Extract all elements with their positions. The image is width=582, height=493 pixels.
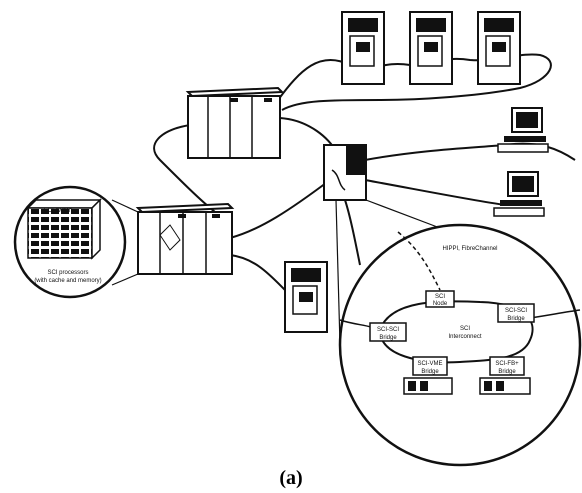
sci-sci-bridge-left-label: SCI-SCI: [377, 327, 399, 333]
sci-vme-bridge-label: SCI-VME: [417, 361, 442, 367]
sci-sci-bridge-left-box: SCI-SCI Bridge: [370, 323, 406, 341]
sci-sci-bridge-left-sub-label: Bridge: [379, 335, 397, 341]
central-server: [324, 145, 366, 200]
sci-fb-bridge-label: SCI-FB+: [495, 361, 519, 367]
sci-node-sub-label: Node: [433, 301, 448, 307]
sci-fb-bridge-sub-label: Bridge: [498, 369, 516, 375]
figure-caption: (a): [279, 467, 302, 489]
sci-interconnect-label: SCI: [460, 326, 470, 332]
sci-vme-bridge-sub-label: Bridge: [421, 369, 439, 375]
sci-node-box: SCI Node: [426, 291, 454, 307]
sci-switch-label: SCI switch: [44, 208, 72, 214]
sci-node-label: SCI: [435, 294, 445, 300]
workstation-tower-1: [342, 12, 384, 84]
sci-interconnect-sub-label: Interconnect: [448, 334, 481, 340]
workstation-tower-3: [478, 12, 520, 84]
workstation-tower-2: [410, 12, 452, 84]
sci-sci-bridge-right-box: SCI-SCI Bridge: [498, 304, 534, 322]
sci-processors-label: SCI processors: [47, 270, 88, 276]
rack-cabinet-top: [188, 88, 282, 158]
sci-processors-sub-label: (with cache and memory): [34, 278, 101, 284]
workstation-tower-4: [285, 262, 327, 332]
rack-cabinet-middle: [138, 204, 232, 274]
hippi-fibrechannel-label: HIPPI, FibreChannel: [442, 246, 497, 252]
sci-detail-circle: HIPPI, FibreChannel SCI Interconnect SCI…: [340, 225, 580, 465]
desktop-computer-1: [498, 108, 548, 152]
sci-sci-bridge-right-label: SCI-SCI: [505, 308, 527, 314]
processor-detail-circle: SCI switch SCI processors (with cache an…: [15, 187, 125, 297]
desktop-computer-2: [494, 172, 544, 216]
sci-sci-bridge-right-sub-label: Bridge: [507, 316, 525, 322]
